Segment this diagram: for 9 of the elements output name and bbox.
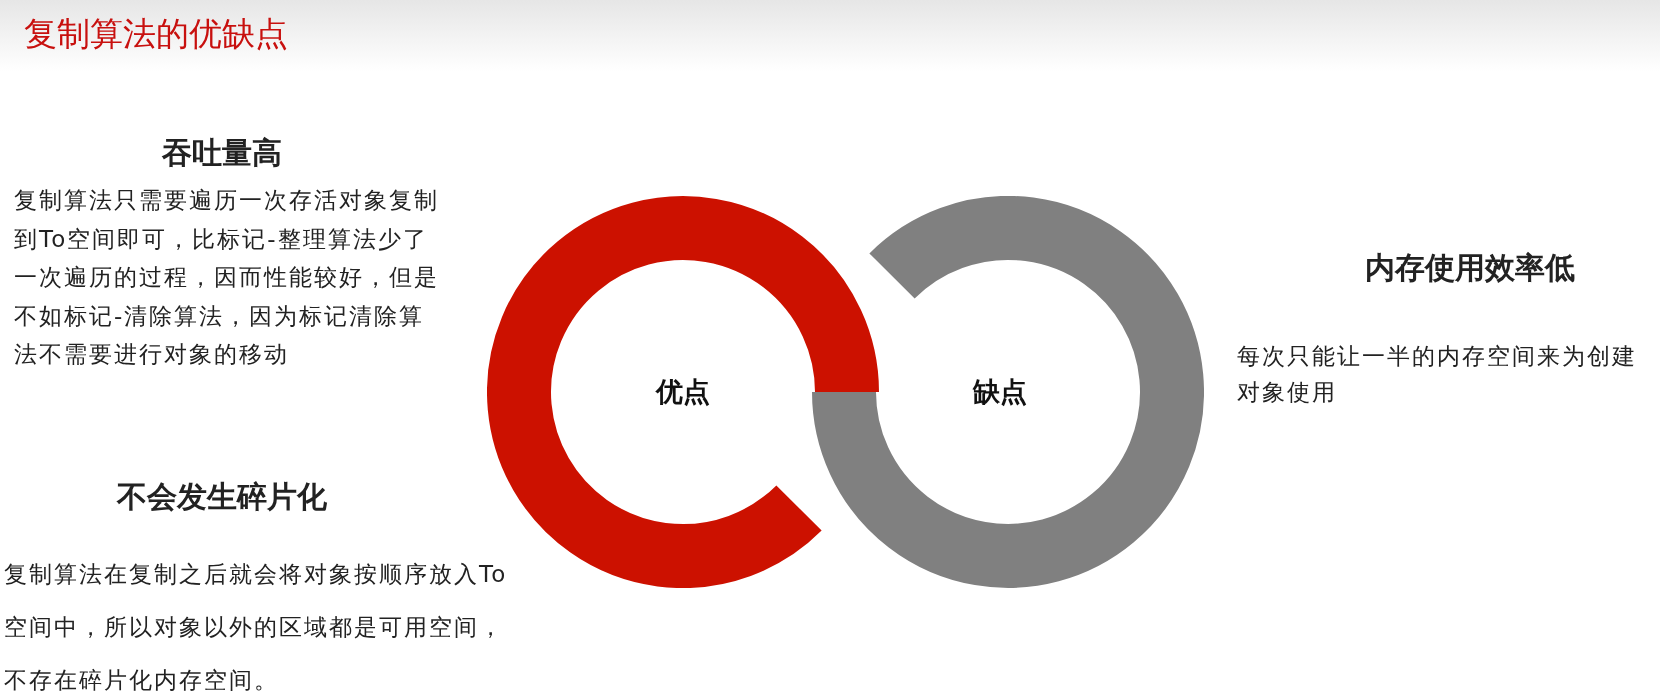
title: 复制算法的优缺点 (24, 13, 288, 55)
ring-label: 优点 (656, 375, 710, 409)
paragraph: 复制算法只需要遍历一次存活对象复制到To空间即可，比标记-整理算法少了一次遍历的过程，因而性能较好，但是不如标记-清除算法，因为标记清除算法不需要进行对象的移动 (14, 186, 440, 369)
paragraph: 复制算法在复制之后就会将对象按顺序放入To空间中，所以对象以外的区域都是可用空间，不存在碎片化内存空间。 (4, 560, 509, 695)
heading: 不会发生碎片化 (117, 477, 327, 516)
paragraph: 每次只能让一半的内存空间来为创建对象使用 (1237, 342, 1638, 407)
ring-label: 缺点 (973, 375, 1027, 409)
heading: 吞吐量高 (162, 133, 282, 172)
heading: 内存使用效率低 (1365, 248, 1575, 287)
